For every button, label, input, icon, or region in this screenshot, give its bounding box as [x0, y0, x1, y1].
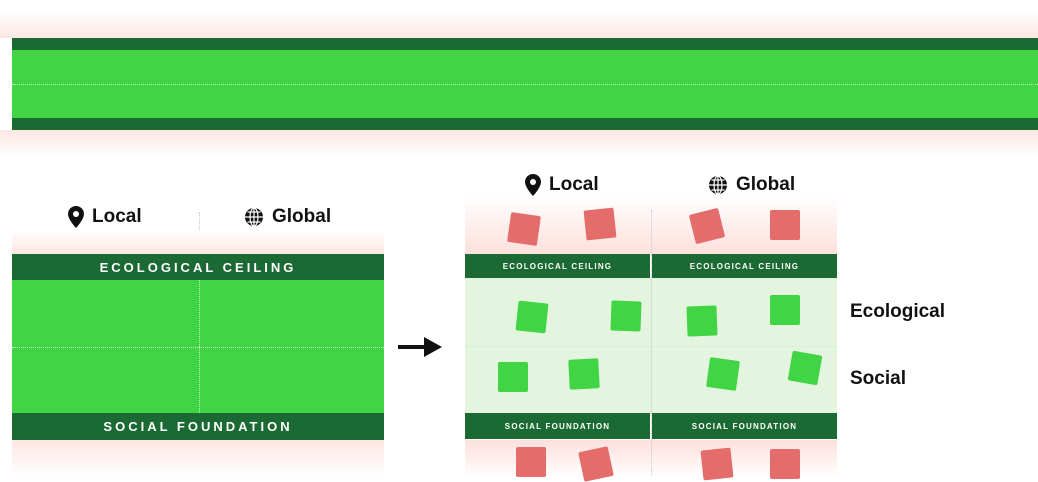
overshoot-square — [583, 207, 617, 241]
overshoot-square — [507, 212, 541, 246]
indicator-square — [706, 357, 740, 391]
right-local-label: Local — [549, 174, 599, 195]
indicator-square — [610, 300, 642, 332]
map-pin-icon — [525, 174, 541, 196]
indicator-square — [686, 305, 718, 337]
right-local-ecological-ceiling-bar: ECOLOGICAL CEILING — [465, 254, 650, 278]
right-global-social-foundation-bar: SOCIAL FOUNDATION — [652, 413, 837, 439]
left-safe-space-divider — [12, 347, 384, 348]
indicator-square — [515, 300, 549, 334]
globe-icon — [244, 207, 264, 227]
left-ecological-ceiling-bar: ECOLOGICAL CEILING — [12, 254, 384, 280]
indicator-square — [498, 362, 528, 392]
right-local-header: Local — [525, 174, 599, 196]
ecological-row-label: Ecological — [850, 301, 946, 322]
shortfall-square — [770, 449, 800, 479]
social-row-label: Social — [850, 368, 906, 389]
indicator-square — [770, 295, 800, 325]
right-global-ecological-ceiling-bar: ECOLOGICAL CEILING — [652, 254, 837, 278]
left-overshoot-glow — [12, 230, 384, 254]
right-scale-divider — [651, 210, 652, 476]
left-safe-space-vdivider — [199, 280, 200, 413]
globe-icon — [708, 175, 728, 195]
arrow-head — [424, 337, 442, 357]
left-local-label: Local — [92, 206, 142, 227]
top-band-lower-edge — [12, 118, 1038, 130]
top-band-shortfall-glow — [0, 130, 1038, 156]
right-global-label: Global — [736, 174, 796, 195]
right-global-header: Global — [708, 174, 795, 196]
left-safe-space — [12, 280, 384, 413]
indicator-square — [787, 350, 823, 386]
arrow-shaft — [398, 345, 428, 349]
map-pin-icon — [68, 206, 84, 228]
left-global-header: Global — [244, 206, 331, 228]
shortfall-square — [700, 447, 734, 481]
shortfall-square — [578, 446, 614, 482]
left-global-label: Global — [272, 206, 332, 227]
right-local-social-foundation-bar: SOCIAL FOUNDATION — [465, 413, 650, 439]
top-band-overshoot-glow — [0, 12, 1038, 38]
overshoot-square — [770, 210, 800, 240]
indicator-square — [568, 358, 600, 390]
left-social-foundation-bar: SOCIAL FOUNDATION — [12, 413, 384, 440]
top-band-upper-edge — [12, 38, 1038, 50]
left-shortfall-glow — [12, 440, 384, 476]
left-local-header: Local — [68, 206, 142, 228]
shortfall-square — [516, 447, 546, 477]
top-band-divider — [12, 84, 1038, 85]
